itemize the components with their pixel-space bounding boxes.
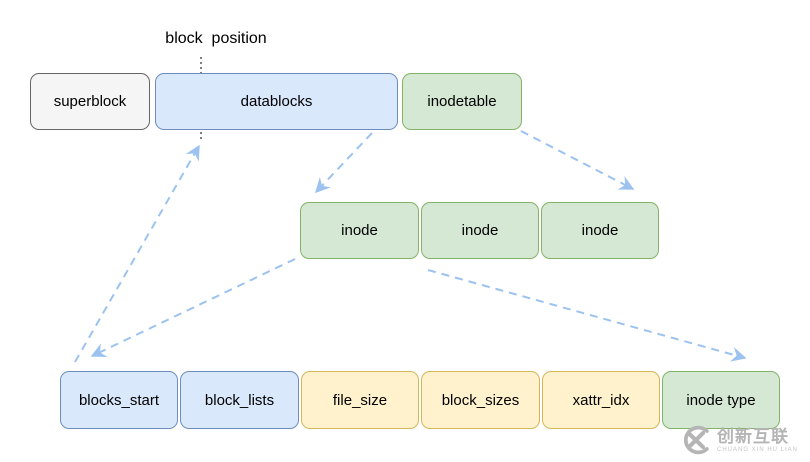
box-xattr-idx-label: xattr_idx bbox=[572, 391, 630, 409]
box-block-sizes-label: block_sizes bbox=[441, 391, 520, 409]
box-inode-1-label: inode bbox=[341, 222, 378, 239]
box-blocks-start: blocks_start bbox=[60, 371, 178, 429]
box-file-size: file_size bbox=[301, 371, 419, 429]
chuangxin-hulian-logo-icon bbox=[683, 425, 709, 455]
box-inodetable-label: inodetable bbox=[427, 93, 497, 110]
box-inode-2-label: inode bbox=[461, 222, 499, 239]
box-datablocks-label: datablocks bbox=[240, 93, 313, 110]
watermark-en-text: CHUANG XIN HU LIAN bbox=[716, 446, 798, 453]
watermark-cn-text: 创新互联 bbox=[716, 426, 789, 446]
box-datablocks: datablocks bbox=[155, 73, 398, 130]
box-blocks-start-label: blocks_start bbox=[78, 391, 160, 409]
block-position-label: block position bbox=[165, 30, 267, 47]
arrow-inode2-to-inode-type bbox=[427, 269, 747, 362]
arrow-inodetable-to-inode3 bbox=[520, 130, 635, 190]
watermark: 创新互联 CHUANG XIN HU LIAN bbox=[680, 424, 798, 456]
box-inode-3-label: inode bbox=[581, 222, 619, 239]
box-block-lists-label: block_lists bbox=[204, 391, 275, 409]
box-block-sizes: block_sizes bbox=[421, 371, 540, 429]
arrow-datablocks-to-inode1 bbox=[314, 132, 373, 194]
box-superblock-label: superblock bbox=[53, 93, 127, 110]
box-inode-1: inode bbox=[300, 202, 419, 259]
box-inode-3: inode bbox=[541, 202, 659, 259]
watermark-text: 创新互联 CHUANG XIN HU LIAN bbox=[717, 428, 798, 453]
box-inodetable: inodetable bbox=[402, 73, 522, 130]
box-inode-type-label: inode type bbox=[686, 391, 756, 409]
box-inode-type: inode type bbox=[662, 371, 780, 429]
arrow-inode1-to-blocks-start bbox=[90, 258, 296, 357]
box-file-size-label: file_size bbox=[332, 391, 388, 409]
box-superblock: superblock bbox=[30, 73, 150, 130]
box-inode-2: inode bbox=[421, 202, 539, 259]
box-xattr-idx: xattr_idx bbox=[542, 371, 660, 429]
box-block-lists: block_lists bbox=[180, 371, 299, 429]
arrow-blocks-start-to-datablocks bbox=[74, 144, 200, 363]
